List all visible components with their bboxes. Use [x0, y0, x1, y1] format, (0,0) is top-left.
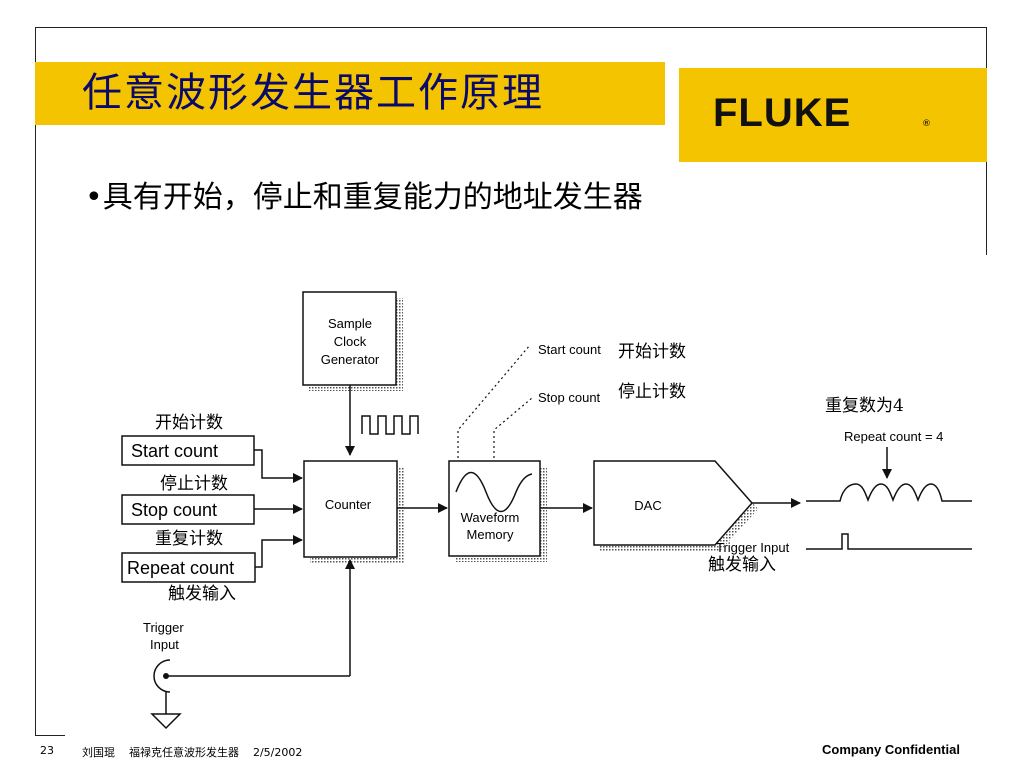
slide-frame-left — [35, 27, 36, 735]
fluke-logo-text: FLUKE — [713, 91, 852, 135]
page-number: 23 — [40, 744, 54, 757]
trigger-input-label-2: Input — [150, 637, 179, 652]
repeat-count-4-label: Repeat count = 4 — [844, 429, 943, 444]
start-count-input-box: Start count — [121, 435, 255, 466]
trigger-pulse-waveform — [806, 533, 972, 550]
repeat-count-arrow — [255, 535, 303, 568]
output-burst-waveform — [806, 483, 972, 503]
fluke-logo — [679, 68, 987, 162]
sine-wave-icon — [455, 471, 533, 513]
stop-count-dotted-line — [493, 397, 533, 458]
sample-clock-label-3: Generator — [321, 352, 380, 367]
sample-clock-label-1: Sample — [328, 316, 372, 331]
bnc-connector-icon — [150, 659, 350, 730]
repeat-count-cn-left: 重复计数 — [155, 529, 223, 549]
trigger-cn-right: 触发输入 — [708, 555, 776, 575]
dac-block: DAC — [593, 460, 758, 551]
start-count-box-label: Start count — [131, 441, 218, 461]
start-count-cn-top: 开始计数 — [618, 342, 686, 362]
clock-pulse-icon — [361, 415, 419, 435]
sample-clock-generator-block: Sample Clock Generator — [302, 291, 403, 391]
slide-frame-bottom — [35, 735, 65, 736]
footer-text: 刘国琨 福禄克任意波形发生器 2/5/2002 — [82, 746, 303, 759]
trigger-input-right-label: Trigger Input — [716, 540, 790, 555]
counter-label: Counter — [325, 497, 372, 512]
waveform-memory-label-1: Waveform — [461, 510, 520, 525]
trigger-input-label-1: Trigger — [143, 620, 184, 635]
bullet-point: •具有开始，停止和重复能力的地址发生器 — [85, 180, 643, 215]
slide-frame-top — [35, 27, 987, 28]
repeat-count-box-label: Repeat count — [127, 558, 234, 578]
waveform-memory-label-2: Memory — [467, 527, 514, 542]
stop-count-input-box: Stop count — [121, 494, 255, 525]
dac-label: DAC — [634, 498, 661, 513]
repeat-count-input-box: Repeat count — [121, 552, 256, 583]
slide-title: 任意波形发生器工作原理 — [82, 70, 544, 116]
stop-count-cn-left: 停止计数 — [160, 474, 228, 494]
waveform-memory-block: Waveform Memory — [448, 460, 547, 562]
start-count-cn-left: 开始计数 — [155, 413, 223, 433]
start-count-label: Start count — [538, 342, 601, 357]
company-confidential: Company Confidential — [822, 742, 960, 757]
sample-clock-label-2: Clock — [334, 334, 367, 349]
stop-count-box-label: Stop count — [131, 500, 217, 520]
stop-count-cn-top: 停止计数 — [618, 382, 686, 402]
start-count-arrow — [254, 449, 303, 483]
counter-block: Counter — [303, 460, 404, 563]
registered-mark: ® — [922, 119, 931, 129]
title-bar — [35, 62, 665, 125]
repeat-count-4-cn: 重复数为4 — [825, 396, 904, 416]
trigger-cn-left: 触发输入 — [168, 584, 236, 604]
stop-count-label: Stop count — [538, 390, 601, 405]
